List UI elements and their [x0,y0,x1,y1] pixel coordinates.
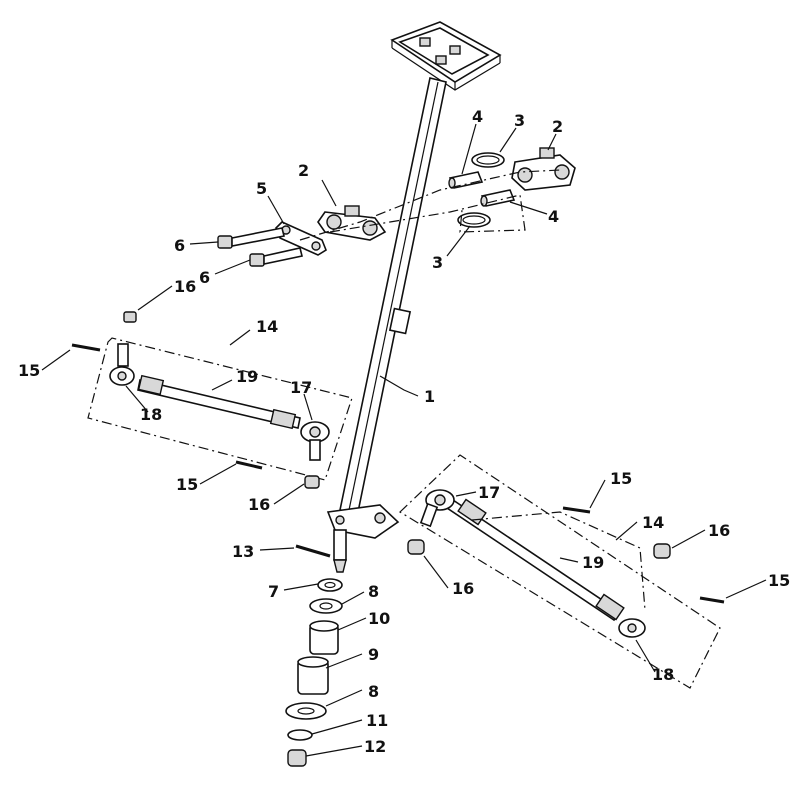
label-part-18-left: 18 [140,405,162,424]
tie-rod-left-assembly [87,337,353,481]
steering-shaft [326,77,447,573]
bushing-upper [448,171,484,189]
label-part-13: 13 [232,542,254,561]
label-part-8-lower: 8 [368,682,379,701]
label-part-10: 10 [368,609,390,628]
handlebar-mount-plate [390,21,502,91]
label-part-17-left: 17 [290,378,312,397]
collar-upper [471,152,505,168]
label-part-14-left: 14 [256,317,278,336]
label-part-17-right: 17 [478,483,500,502]
label-part-16-left-bottom: 16 [248,495,270,514]
cotter-pin-13 [295,544,331,558]
callout-labels: 1 2 2 3 3 4 4 5 6 6 7 8 8 9 10 11 12 13 … [18,107,790,756]
washer-8-lower [285,702,327,720]
label-part-16-right-bottom: 16 [452,579,474,598]
shaft-holder-right [511,147,576,191]
alignment-lines-right [471,511,646,611]
bolt-lower [249,247,303,267]
bushing-10 [309,620,339,655]
cotter-pin-left-top [71,343,101,352]
label-part-14-right: 14 [642,513,664,532]
shaft-holder-left [317,205,387,241]
label-part-2-right: 2 [552,117,563,136]
label-part-6-lower: 6 [199,268,210,287]
label-part-19-left: 19 [236,367,258,386]
holder-plate [275,221,327,256]
label-part-16-left-top: 16 [174,277,196,296]
washer-7 [317,578,343,592]
label-part-9: 9 [368,645,379,664]
washer-11 [287,729,313,741]
label-part-7: 7 [268,582,279,601]
label-part-16-right-top: 16 [708,521,730,540]
label-part-4-upper: 4 [472,107,483,126]
cotter-pin-right-bottom [699,596,725,604]
leader-lines [41,123,767,757]
label-part-5: 5 [256,179,267,198]
nut-12 [287,749,307,767]
label-part-19-right: 19 [582,553,604,572]
alignment-lines-upper [299,169,561,241]
label-part-1: 1 [424,387,435,406]
washer-8-upper [309,598,343,614]
collar-lower [457,212,491,228]
label-part-6-upper: 6 [174,236,185,255]
cotter-pin-right-top [562,506,591,514]
cotter-pin-left-bottom [235,460,263,470]
label-part-15-left-bottom: 15 [176,475,198,494]
castle-nut-left-bottom [304,475,320,489]
castle-nut-left-top [123,311,137,323]
label-part-2-left: 2 [298,161,309,180]
label-part-3-upper: 3 [514,111,525,130]
label-part-11: 11 [366,711,388,730]
label-part-15-right-top: 15 [610,469,632,488]
castle-nut-right-bottom [407,539,425,555]
bolt-upper [217,227,285,249]
label-part-8-upper: 8 [368,582,379,601]
bushing-9 [297,656,329,695]
label-part-15-left-top: 15 [18,361,40,380]
label-part-15-right-bottom: 15 [768,571,790,590]
tie-rod-right-assembly [399,454,721,689]
castle-nut-right-top [653,543,671,559]
label-part-18-right: 18 [652,665,674,684]
label-part-12: 12 [364,737,386,756]
label-part-4-lower: 4 [548,207,559,226]
label-part-3-lower: 3 [432,253,443,272]
